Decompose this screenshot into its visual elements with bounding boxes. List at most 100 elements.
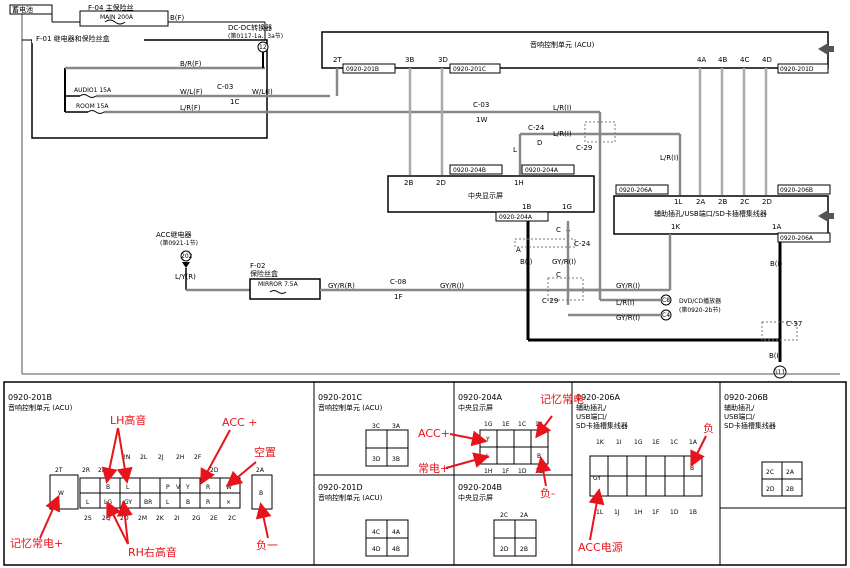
p204b-pin-1: 2A bbox=[520, 512, 529, 519]
pin-1a: 1A bbox=[772, 223, 781, 231]
p201b-top-7: 2F bbox=[194, 454, 202, 461]
c29b-label: C-29 bbox=[542, 297, 558, 305]
conn-204a-b: 0920-204A bbox=[499, 214, 533, 221]
conn-201c: 0920-201C bbox=[453, 66, 486, 73]
p201b-r2-0: L bbox=[86, 499, 90, 506]
p201b-bot-7: 2E bbox=[210, 515, 218, 522]
conn-204a: 0920-204A bbox=[525, 167, 559, 174]
p201b-bot-6: 2G bbox=[192, 515, 201, 522]
p201b-r2-3: BR bbox=[144, 499, 152, 506]
p204a-code: 0920-204A bbox=[458, 393, 503, 402]
p201b-bot-0: 2S bbox=[84, 515, 92, 522]
p206a-bot-3: 1F bbox=[652, 509, 660, 516]
p201b-v: V bbox=[176, 484, 181, 491]
dvd-label: DVD/CD播放器 bbox=[679, 297, 721, 305]
a-label: A bbox=[516, 246, 521, 254]
pin-2b: 2B bbox=[404, 179, 413, 187]
pin-2t: 2T bbox=[333, 56, 342, 64]
p201b-code: 0920-201B bbox=[8, 393, 52, 402]
c08-label: C-08 bbox=[390, 278, 406, 286]
p201b-bot-3: 2M bbox=[138, 515, 147, 522]
empty-label: 空置 bbox=[254, 445, 276, 459]
wl-i-wire: W/L(I) bbox=[252, 88, 273, 96]
conn-204b: 0920-204B bbox=[453, 167, 486, 174]
p201b-r1-5: R bbox=[206, 484, 210, 491]
p201b-b: B bbox=[259, 490, 263, 497]
b-i2-wire: B(I) bbox=[770, 260, 783, 268]
p201b-top-9: 2A bbox=[256, 467, 265, 474]
p201b-r2-1: LG bbox=[104, 499, 112, 506]
schematic: 蓄电池 F-04 主保险丝 MAIN 200A B(F) F-01 继电器和保险… bbox=[9, 3, 840, 379]
br-f-wire: B/R(F) bbox=[180, 60, 202, 68]
p201b-r1-2: L bbox=[126, 484, 130, 491]
pin-4c: 4C bbox=[740, 56, 749, 64]
p204b-pin-2: 2D bbox=[500, 546, 509, 553]
acc-plus2-label: ACC+ bbox=[418, 427, 450, 440]
p204a-bot-2: 1D bbox=[518, 468, 527, 475]
pin-3d: 3D bbox=[438, 56, 448, 64]
p206b-name3: SD卡插槽集线器 bbox=[724, 421, 776, 430]
p201b-name: 音响控制单元 (ACU) bbox=[8, 403, 73, 412]
p206b-name1: 辅助插孔/ bbox=[724, 403, 755, 412]
p201d-pin-2: 4D bbox=[372, 546, 381, 553]
p201c-pin-2: 3D bbox=[372, 456, 381, 463]
gyr-r-wire: GY/R(R) bbox=[328, 282, 355, 290]
p201b-r1-6: W bbox=[226, 484, 232, 491]
p206b-pin-0: 2C bbox=[766, 469, 774, 476]
p204a-y: Y bbox=[485, 436, 490, 443]
pin-1l: 1L bbox=[674, 198, 682, 206]
p206b-pin-2: 2D bbox=[766, 486, 775, 493]
dvd-ref: (第0920-2b节) bbox=[679, 306, 721, 314]
p206a-bot-0: 1L bbox=[596, 509, 604, 516]
pin-1k: 1K bbox=[671, 223, 680, 231]
pin-2c: 2C bbox=[740, 198, 749, 206]
acc-relay-label: ACC继电器 bbox=[156, 230, 191, 239]
p206a-bot-4: 1D bbox=[670, 509, 679, 516]
p206a-code: 0920-206A bbox=[576, 393, 621, 402]
p201b-r2-4: L bbox=[166, 499, 170, 506]
pin-2a: 2A bbox=[696, 198, 705, 206]
p201c-code: 0920-201C bbox=[318, 393, 363, 402]
p201c-name: 音响控制单元 (ACU) bbox=[318, 403, 383, 412]
p206a-bot-1: 1J bbox=[614, 509, 620, 516]
p201b-bot-1: 2Q bbox=[102, 515, 111, 522]
pin-4d: 4D bbox=[762, 56, 772, 64]
room-fuse-label: ROOM 15A bbox=[76, 103, 109, 110]
p206a-top-5: 1A bbox=[689, 439, 698, 446]
pin-2d-r: 2D bbox=[762, 198, 772, 206]
red-annotations: LH高音 ACC + 空置 记忆常电+ RH右高音 负一 ACC+ 记忆常电 常… bbox=[10, 393, 714, 559]
f04-label: F-04 主保险丝 bbox=[88, 3, 134, 12]
p204a-bot-3: 1B bbox=[535, 468, 543, 475]
lh-high-label: LH高音 bbox=[110, 413, 146, 427]
f02-box-label: 保险丝盒 bbox=[250, 269, 278, 278]
p201b-r1-4: Y bbox=[185, 484, 190, 491]
p201b-top-8: 2D bbox=[210, 467, 219, 474]
p201d-pin-1: 4A bbox=[392, 529, 401, 536]
dcdc-ref: (第0117-1a、3a节) bbox=[228, 32, 283, 40]
p201c-pin-0: 3C bbox=[372, 423, 380, 430]
p201c-pin-3: 3B bbox=[392, 456, 400, 463]
neg-label: 负一 bbox=[256, 538, 278, 552]
p206a-name2: USB端口/ bbox=[576, 412, 607, 421]
pin-2d: 2D bbox=[436, 179, 446, 187]
c24a-pin-l: L bbox=[513, 146, 517, 154]
p201d-pin-0: 4C bbox=[372, 529, 380, 536]
lr-f-wire: L/R(F) bbox=[180, 104, 201, 112]
p201b-top-6: 2H bbox=[176, 454, 184, 461]
p204a-l: L bbox=[486, 453, 490, 460]
p206a-b: B bbox=[690, 465, 694, 472]
p206b-code: 0920-206B bbox=[724, 393, 768, 402]
gyr-i2-wire: GY/R(I) bbox=[552, 258, 576, 266]
p204a-bot-0: 1H bbox=[484, 468, 492, 475]
p206b-name2: USB端口/ bbox=[724, 412, 755, 421]
b-i-wire: B(I) bbox=[520, 258, 533, 266]
memory-power-label: 记忆常电+ bbox=[10, 537, 63, 550]
p201b-r1-3: P bbox=[166, 484, 170, 491]
acu-title: 音响控制单元 (ACU) bbox=[530, 40, 595, 49]
p206a-bot-2: 1H bbox=[634, 509, 642, 516]
dcdc-label: DC-DC转换器 bbox=[228, 23, 272, 32]
p204a-name: 中央显示屏 bbox=[458, 403, 493, 412]
wl-f-wire: W/L(F) bbox=[180, 88, 203, 96]
p201d-pin-3: 4B bbox=[392, 546, 400, 553]
